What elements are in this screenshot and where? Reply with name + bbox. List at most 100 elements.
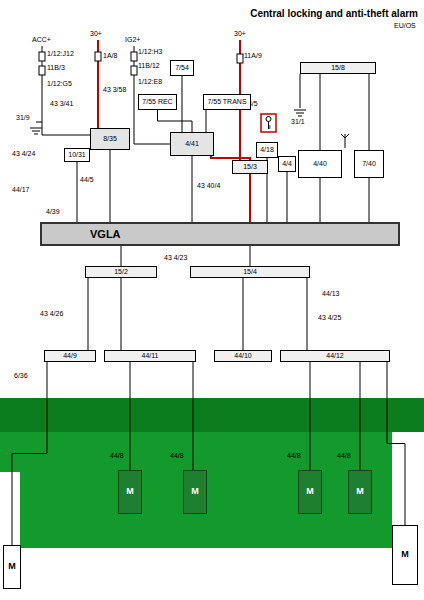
connector-bar: 15/4 bbox=[190, 266, 310, 278]
callout-label: 11B/12 bbox=[138, 62, 160, 70]
ground-symbols bbox=[30, 74, 306, 134]
callout-label: 44/8 bbox=[287, 452, 301, 460]
callout-label: 11B/3 bbox=[47, 64, 65, 72]
siren-box: 7/40 bbox=[354, 150, 384, 178]
wire bbox=[369, 74, 370, 150]
connector-bar: 44/10 bbox=[214, 350, 272, 362]
switch-box: 4/4 bbox=[278, 156, 296, 172]
connector-bar: 44/12 bbox=[280, 350, 390, 362]
wire bbox=[307, 278, 308, 350]
callout-label: 1/12:E8 bbox=[138, 78, 162, 86]
node-text: 7/54 bbox=[175, 64, 189, 72]
callout-label: 11A/9 bbox=[244, 52, 262, 60]
callout-label: 1/12:J12 bbox=[47, 50, 74, 58]
wire bbox=[158, 110, 193, 132]
receiver-box: 7/55 REC bbox=[138, 94, 177, 110]
wire bbox=[249, 174, 251, 222]
callout-label: 44/17 bbox=[12, 186, 30, 194]
callout-label: 44/8 bbox=[337, 452, 351, 460]
lock-motor: M bbox=[3, 545, 21, 589]
callout-label: 1/12:G5 bbox=[47, 80, 72, 88]
component-box: 7/54 bbox=[170, 60, 194, 76]
wire bbox=[310, 362, 311, 470]
wire bbox=[192, 156, 193, 222]
node-text: 10/31 bbox=[68, 151, 86, 159]
callout-label: 30+ bbox=[90, 30, 102, 38]
callout-label: EU/OS bbox=[394, 22, 416, 30]
wire bbox=[287, 172, 288, 222]
component-box: 10/31 bbox=[64, 148, 90, 162]
callout-label: ACC+ bbox=[32, 36, 51, 44]
node-text: 7/55 TRANS bbox=[207, 98, 246, 106]
callout-label: 44/5 bbox=[80, 176, 94, 184]
callout-label: 43 40/4 bbox=[197, 182, 220, 190]
connector-bar: 44/11 bbox=[104, 350, 196, 362]
callout-label: 31/9 bbox=[16, 114, 30, 122]
callout-label: 43 4/26 bbox=[40, 310, 63, 318]
callout-label: 43 3/58 bbox=[103, 86, 126, 94]
sensor-box: 4/40 bbox=[298, 150, 342, 178]
callout-label: 44/13 bbox=[322, 290, 340, 298]
green-area bbox=[0, 432, 20, 472]
wire bbox=[88, 278, 89, 350]
antenna-symbol bbox=[341, 134, 349, 148]
connector-bar: 44/9 bbox=[44, 350, 96, 362]
node-text: 7/40 bbox=[362, 160, 376, 168]
connector-bar: 15/8 bbox=[300, 62, 376, 74]
node-text: 15/3 bbox=[243, 163, 257, 171]
module-band: VGLA bbox=[40, 222, 400, 246]
wire bbox=[121, 278, 122, 350]
lock-motor: M bbox=[298, 470, 322, 514]
switch-box: 4/18 bbox=[256, 142, 278, 158]
node-text: M bbox=[401, 550, 409, 560]
node-text: 44/9 bbox=[63, 352, 77, 360]
callout-label: 43 4/25 bbox=[318, 314, 341, 322]
node-text: 44/11 bbox=[142, 352, 159, 360]
node-text: 4/40 bbox=[313, 160, 327, 168]
callout-label: 1/12:H3 bbox=[138, 48, 163, 56]
green-area bbox=[20, 432, 392, 548]
callout-label: 44/8 bbox=[110, 452, 124, 460]
node-text: 15/2 bbox=[114, 268, 128, 276]
wire bbox=[121, 246, 122, 266]
control-module: 8/35 bbox=[90, 128, 130, 150]
node-text: 15/4 bbox=[243, 268, 257, 276]
supply-wire bbox=[42, 46, 90, 135]
node-text: M bbox=[8, 562, 16, 572]
node-text: 4/41 bbox=[185, 140, 199, 148]
callout-label: 30+ bbox=[234, 30, 246, 38]
callout-label: 4/39 bbox=[46, 208, 60, 216]
node-text: 4/18 bbox=[260, 146, 274, 154]
lock-motor: M bbox=[118, 470, 142, 514]
node-text: M bbox=[356, 487, 364, 497]
callout-label: IG2+ bbox=[125, 36, 140, 44]
wire bbox=[193, 362, 194, 470]
callout-label: 43 4/24 bbox=[12, 150, 35, 158]
wire bbox=[12, 362, 47, 545]
callout-label: 43 3/41 bbox=[50, 100, 73, 108]
wire bbox=[320, 74, 321, 150]
lock-motor: M bbox=[392, 525, 418, 585]
node-text: VGLA bbox=[90, 228, 121, 240]
node-text: 7/55 REC bbox=[142, 98, 172, 106]
connector-bar: 15/3 bbox=[232, 160, 268, 174]
wire bbox=[110, 150, 111, 222]
lock-motor: M bbox=[348, 470, 372, 514]
wire bbox=[243, 278, 244, 350]
connector-bar: 15/2 bbox=[85, 266, 157, 278]
callout-label: 43 4/23 bbox=[164, 254, 187, 262]
key-symbol bbox=[261, 114, 276, 132]
node-text: 44/10 bbox=[234, 352, 252, 360]
node-text: 44/12 bbox=[326, 352, 344, 360]
callout-label: 31/1 bbox=[291, 118, 305, 126]
node-text: 15/8 bbox=[331, 64, 345, 72]
lock-motor: M bbox=[183, 470, 207, 514]
diagram-title: Central locking and anti-theft alarm bbox=[250, 8, 418, 19]
wire bbox=[369, 178, 370, 222]
wire bbox=[77, 162, 78, 222]
transmitter-box: 7/55 TRANS bbox=[203, 94, 251, 110]
wire bbox=[206, 110, 207, 132]
wire bbox=[130, 362, 131, 470]
wire bbox=[360, 362, 361, 470]
node-text: 4/4 bbox=[282, 160, 292, 168]
